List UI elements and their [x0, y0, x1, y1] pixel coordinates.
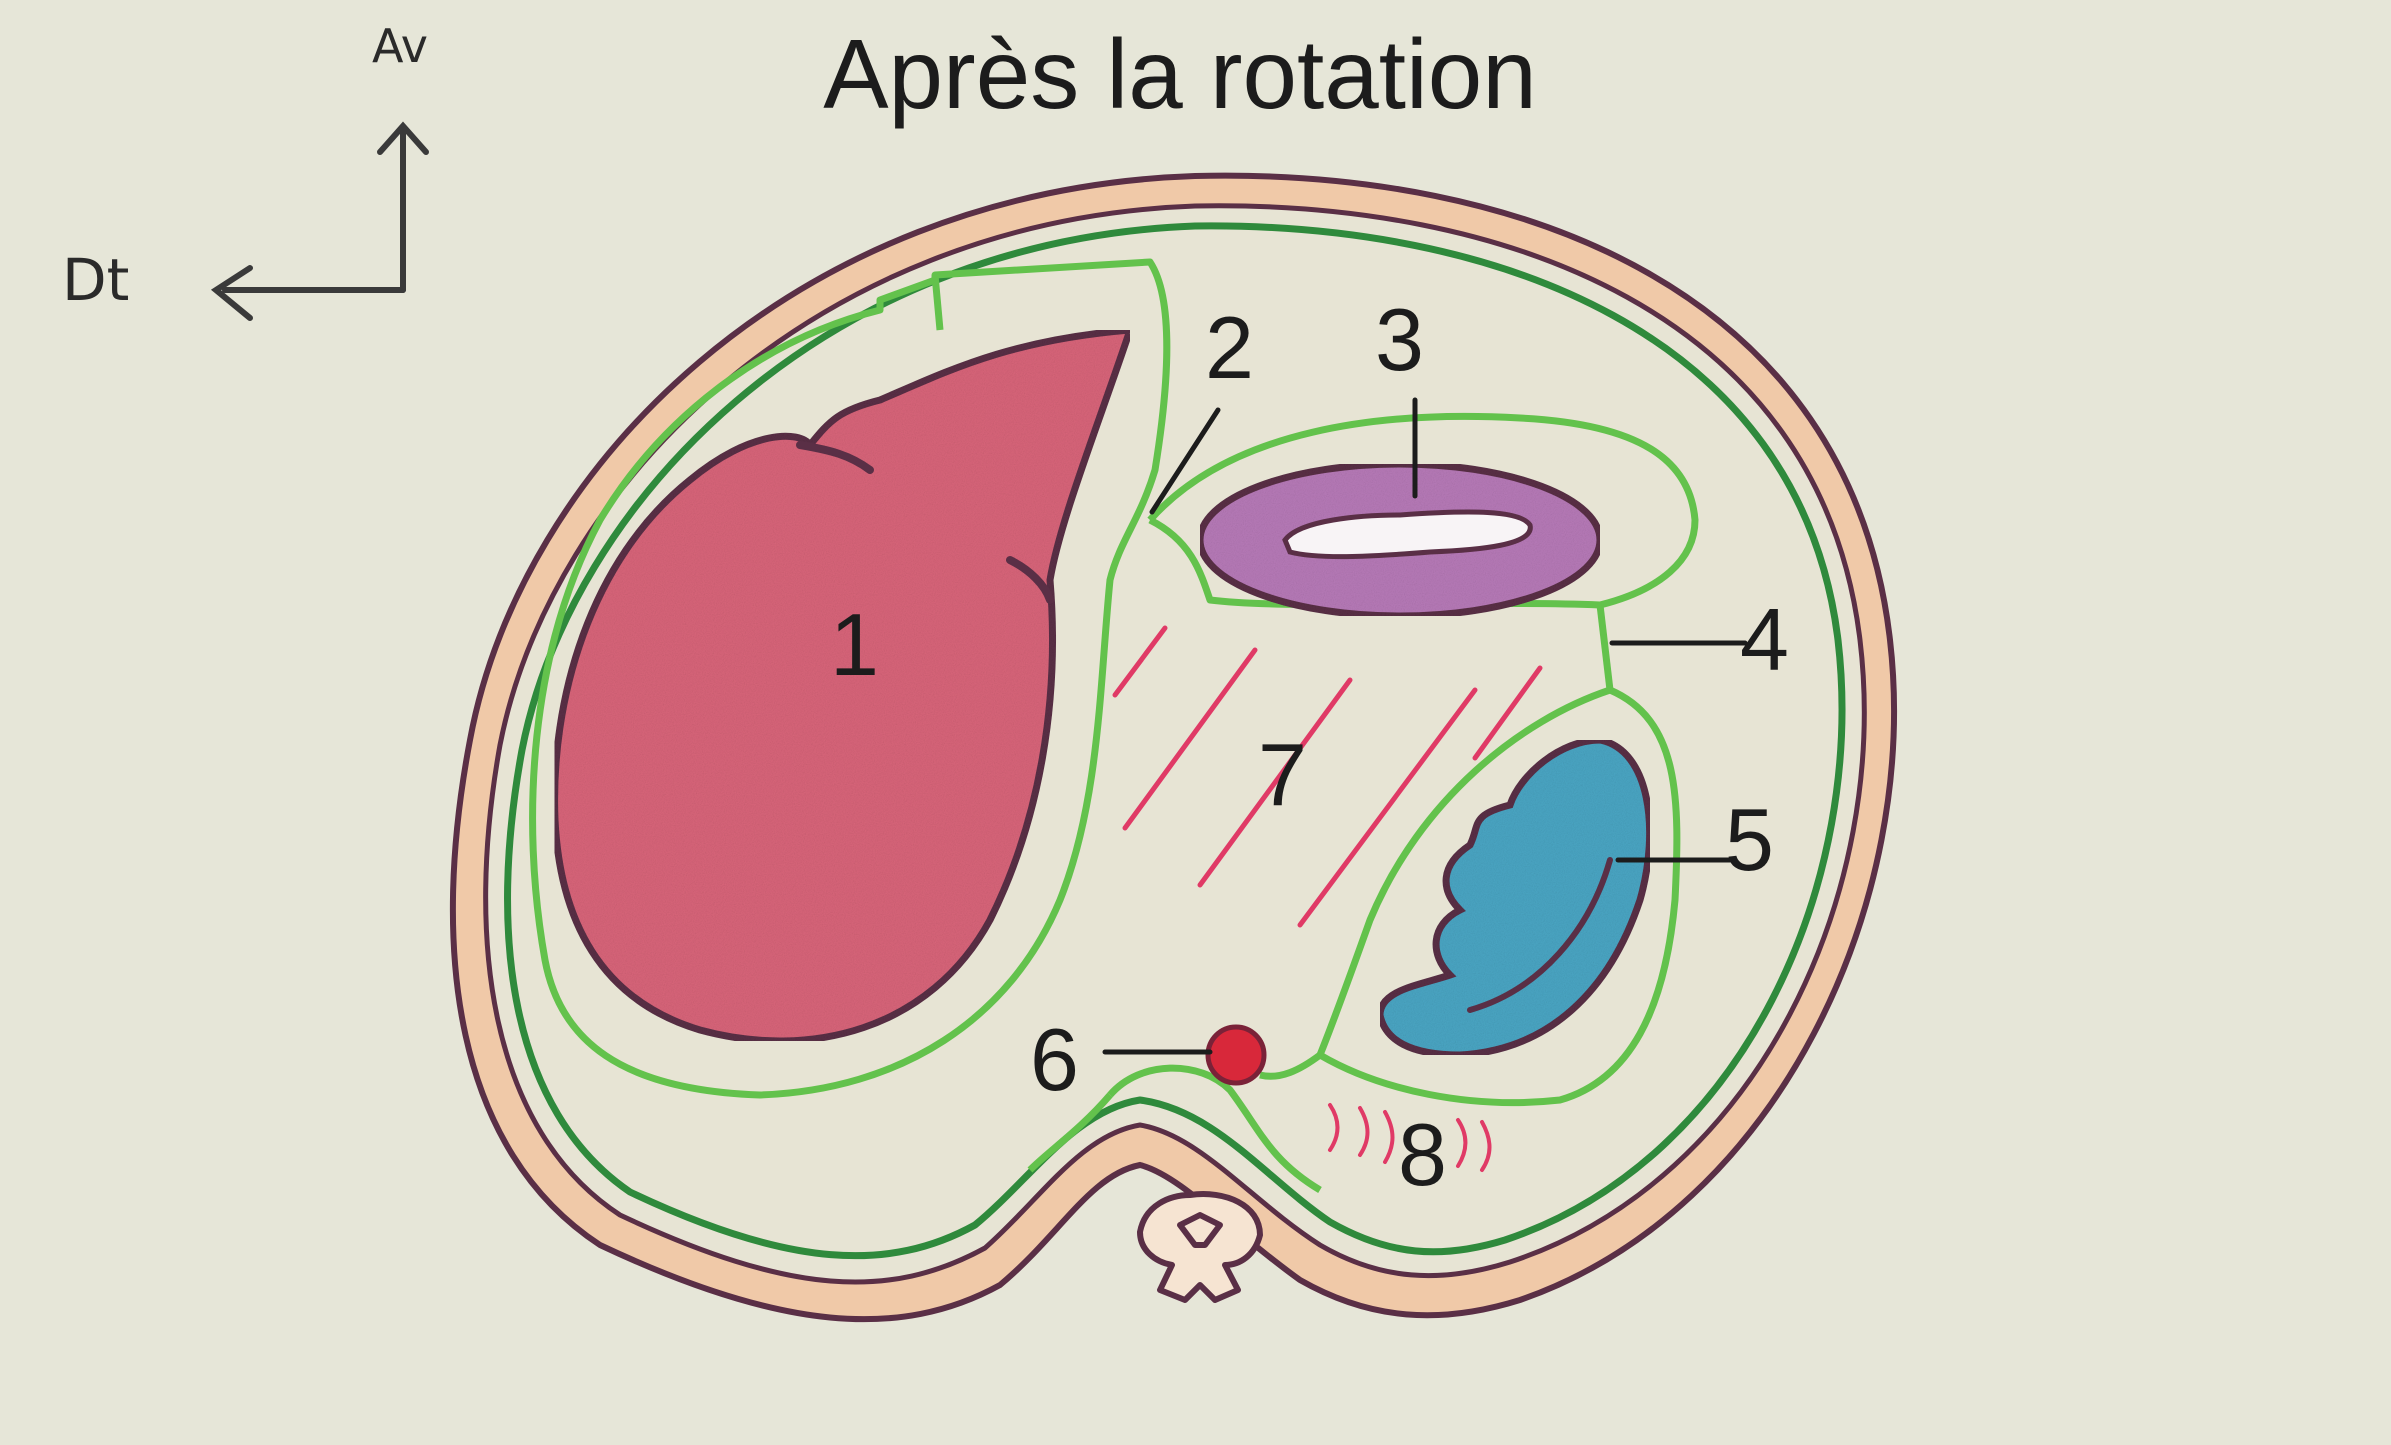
aorta	[1205, 1024, 1267, 1086]
label-5: 5	[1725, 790, 1774, 889]
parietal-peritoneum	[504, 222, 1846, 1260]
liver	[551, 326, 1135, 1045]
hatched-area	[1112, 625, 1543, 928]
spleen	[1376, 736, 1654, 1059]
label-4: 4	[1740, 590, 1789, 689]
vertebra	[1137, 1191, 1263, 1303]
orientation-indicator: Av Dt	[62, 19, 429, 321]
anterior-label: Av	[372, 19, 428, 73]
leader-lines	[1102, 397, 1748, 1055]
label-8: 8	[1398, 1105, 1447, 1204]
label-3: 3	[1375, 290, 1424, 389]
label-1: 1	[830, 595, 879, 694]
label-7: 7	[1258, 725, 1307, 824]
stomach	[1196, 460, 1604, 620]
label-2: 2	[1205, 298, 1254, 397]
label-6: 6	[1030, 1010, 1079, 1109]
peritoneal-reflections	[529, 258, 1699, 1194]
retroperitoneal-hatching	[1328, 1103, 1492, 1172]
right-label: Dt	[62, 246, 129, 314]
diagram-title: Après la rotation	[823, 19, 1537, 129]
